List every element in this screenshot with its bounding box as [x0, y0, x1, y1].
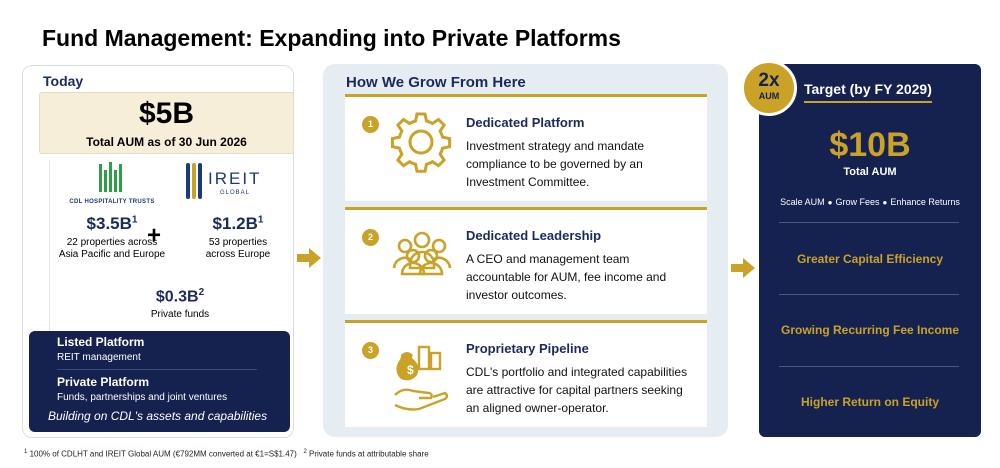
footnotes: 1 100% of CDLHT and IREIT Global AUM (€7…	[24, 449, 429, 459]
target-aum-value: $10B	[829, 126, 911, 164]
card-number-badge: 2	[362, 229, 379, 246]
grow-card-dedicated-leadership: 2 Dedicated Leadership A CEO and managem…	[345, 207, 707, 314]
svg-text:$: $	[407, 363, 414, 377]
card-title: Dedicated Leadership	[466, 228, 602, 243]
target-metrics: Scale AUM●Grow Fees●Enhance Returns	[780, 197, 960, 207]
card-description: CDL's portfolio and integrated capabilit…	[466, 365, 688, 415]
gear-icon	[390, 112, 452, 173]
card-description: Investment strategy and mandate complian…	[466, 139, 645, 189]
card-title: Proprietary Pipeline	[466, 341, 589, 356]
cdl-logo-text: CDL HOSPITALITY TRUSTS	[69, 199, 155, 205]
platforms-box: Listed Platform REIT management Private …	[29, 331, 290, 432]
today-label: Today	[43, 73, 84, 89]
cdlht-aum-value: $3.5B1	[86, 214, 138, 233]
current-aum-caption: Total AUM as of 30 Jun 2026	[86, 135, 247, 149]
ireit-mark-icon	[186, 163, 206, 199]
page-title: Fund Management: Expanding into Private …	[42, 25, 621, 51]
card-description: A CEO and management team accountable fo…	[466, 252, 667, 302]
current-aum-value: $5B	[138, 97, 195, 130]
money-hand-icon: $	[394, 345, 449, 411]
ireit-aum-value: $1.2B1	[212, 214, 264, 233]
outcome-return-on-equity: Higher Return on Equity	[801, 395, 939, 409]
card-number-badge: 3	[362, 342, 379, 359]
grow-card-proprietary-pipeline: 3 $ Proprietary Pipeline CDL's portfolio…	[345, 320, 707, 427]
private-funds-desc: Private funds	[150, 309, 210, 320]
holding-ireit: IREIT GLOBAL $1.2B1 53 properties across…	[178, 160, 298, 261]
outcome-recurring-fee-income: Growing Recurring Fee Income	[780, 323, 960, 337]
current-aum-box: $5B Total AUM as of 30 Jun 2026	[39, 92, 294, 154]
listed-platform-heading: Listed Platform	[57, 335, 145, 349]
platforms-tagline: Building on CDL's assets and capabilitie…	[48, 409, 268, 423]
target-divider	[779, 294, 959, 295]
ireit-desc: 53 properties across Europe	[205, 237, 271, 260]
arrow-right-icon	[297, 248, 321, 268]
target-panel: Target (by FY 2029) $10B Total AUM Scale…	[759, 64, 981, 437]
cdl-hospitality-logo: CDL HOSPITALITY TRUSTS	[52, 160, 172, 210]
outcome-capital-efficiency: Greater Capital Efficiency	[796, 252, 944, 266]
ireit-logo-sub: GLOBAL	[220, 190, 251, 196]
today-panel: Today $5B Total AUM as of 30 Jun 2026 CD…	[22, 65, 294, 438]
private-platform-heading: Private Platform	[57, 375, 150, 389]
arrow-right-icon	[731, 258, 755, 278]
private-platform-sub: Funds, partnerships and joint ventures	[57, 392, 228, 403]
platforms-divider	[57, 369, 257, 370]
cdlht-desc: 22 properties across Asia Pacific and Eu…	[58, 237, 166, 260]
target-title: Target (by FY 2029)	[804, 81, 932, 103]
cdl-bars-icon	[99, 162, 123, 192]
target-divider	[779, 222, 959, 223]
people-icon	[392, 231, 452, 276]
ireit-global-logo: IREIT GLOBAL	[178, 160, 298, 210]
target-aum-caption: Total AUM	[843, 166, 897, 178]
plus-icon: +	[147, 222, 162, 249]
holding-cdlht: CDL HOSPITALITY TRUSTS $3.5B1 22 propert…	[52, 160, 172, 261]
card-title: Dedicated Platform	[466, 115, 585, 130]
grow-title: How We Grow From Here	[346, 74, 526, 91]
card-number-badge: 1	[362, 116, 379, 133]
ireit-logo-name: IREIT	[208, 169, 262, 188]
listed-platform-sub: REIT management	[57, 352, 141, 363]
target-divider	[779, 366, 959, 367]
private-funds-value: $0.3B2	[155, 287, 205, 306]
aum-multiplier-badge: 2x AUM	[741, 60, 797, 116]
holdings-area: CDL HOSPITALITY TRUSTS $3.5B1 22 propert…	[49, 160, 293, 390]
grow-card-dedicated-platform: 1 Dedicated Platform Investment strategy…	[345, 94, 707, 201]
